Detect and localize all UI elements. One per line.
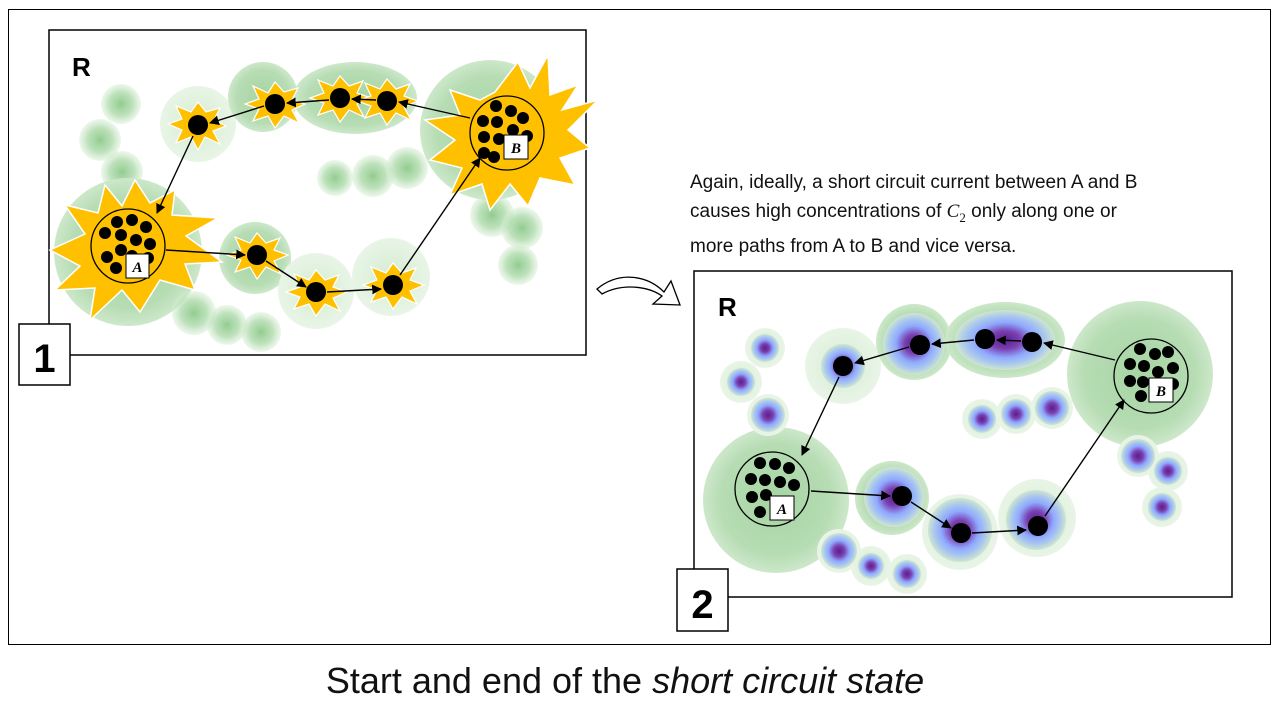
node-b-cluster: B — [469, 95, 545, 171]
node-b-label: B — [1155, 384, 1166, 400]
math-c2: C2 — [946, 201, 966, 225]
caption-emphasis: short circuit state — [652, 660, 925, 701]
region-label: R — [72, 52, 91, 82]
note-line-2-end: only along one or — [965, 201, 1117, 222]
transition-arrow — [596, 276, 681, 306]
outer-frame — [8, 9, 1271, 645]
burst-a — [48, 178, 225, 323]
panel-1: A B — [18, 29, 601, 386]
node-b-label: B — [510, 141, 521, 157]
panel-2: A B — [676, 270, 1233, 632]
caption-plain: Start and end of the — [325, 660, 643, 701]
step-number: 2 — [691, 583, 713, 627]
note-line-2-start: causes high concentrations of — [690, 201, 947, 222]
note-line-2: causes high concentrations of C2 only al… — [690, 197, 1250, 232]
region-label: R — [718, 292, 737, 322]
note-line-3: more paths from A to B and vice versa. — [690, 235, 1017, 257]
math-symbol: C — [946, 201, 960, 222]
step-badge — [18, 323, 71, 386]
node-a-cluster: A — [734, 451, 810, 527]
path-nodes — [188, 88, 403, 302]
path-arrows — [156, 94, 481, 295]
step-number: 1 — [33, 337, 55, 381]
path-arrows — [801, 335, 1125, 536]
slide-caption: Start and end of the short circuit state — [0, 660, 1250, 702]
note-line-1: Again, ideally, a short circuit current … — [690, 172, 1138, 193]
math-subscript: 2 — [959, 209, 966, 225]
explanation-note: Again, ideally, a short circuit current … — [690, 168, 1250, 261]
node-a-label: A — [776, 502, 787, 518]
node-b-cluster: B — [1113, 338, 1189, 414]
node-a-label: A — [131, 260, 142, 276]
path-nodes — [833, 329, 1048, 543]
node-a-cluster: A — [90, 208, 166, 284]
step-badge — [676, 568, 729, 632]
